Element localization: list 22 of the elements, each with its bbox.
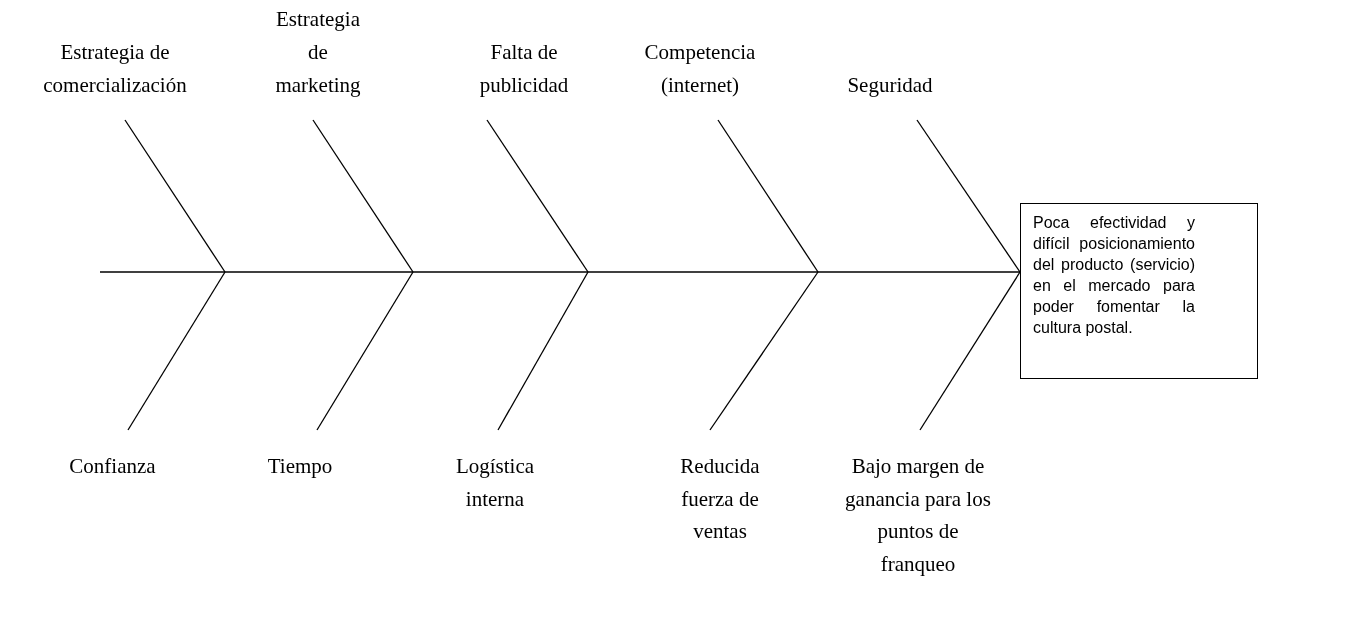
cause-line (486, 119, 589, 273)
cause-label: Logística interna (430, 430, 560, 540)
cause-line (919, 271, 1021, 431)
cause-label: Bajo margen de ganancia para los puntos de franqueo (838, 430, 998, 617)
cause-label: Tiempo (240, 430, 360, 500)
spine-line (99, 271, 1021, 273)
cause-line (316, 271, 414, 431)
cause-line (497, 271, 589, 431)
cause-label: Estrategia de marketing (268, 0, 368, 120)
cause-line (916, 119, 1021, 273)
cause-line (717, 119, 819, 273)
cause-label: Confianza (40, 430, 185, 500)
cause-label: Seguridad (830, 0, 950, 120)
cause-line (312, 119, 414, 273)
cause-line (709, 271, 819, 431)
cause-line (127, 271, 226, 431)
cause-label: Estrategia de comercialización (10, 0, 220, 120)
cause-label: Falta de publicidad (454, 0, 594, 120)
cause-line (124, 119, 226, 273)
effect-box: Poca efectividad y difícil posicionamiento del producto (servicio) en el mercado para poder fomentar la cultura postal. (1020, 203, 1258, 379)
cause-label: Reducida fuerza de ventas (668, 430, 772, 560)
cause-label: Competencia (internet) (620, 0, 780, 120)
